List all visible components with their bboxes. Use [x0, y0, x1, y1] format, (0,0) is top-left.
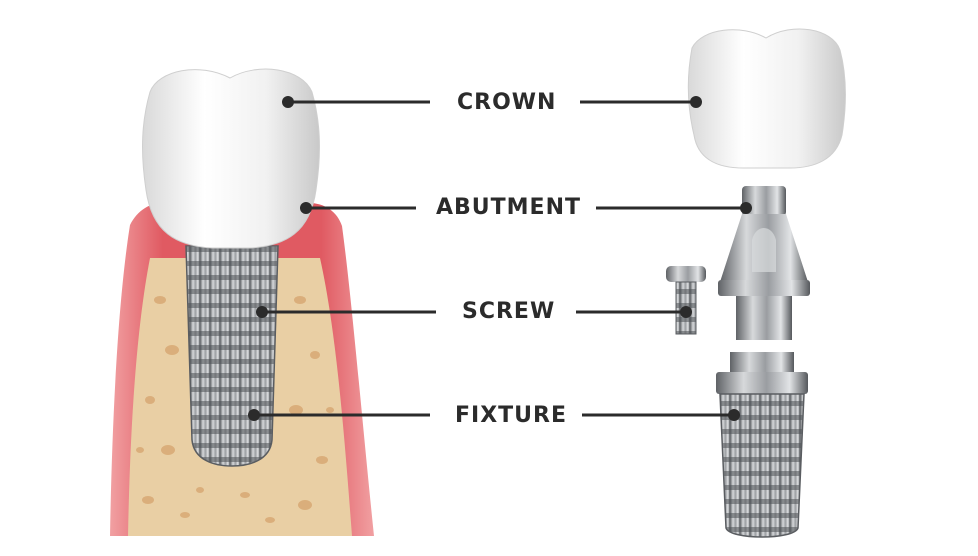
leader-lines	[248, 96, 752, 421]
implant-fixture-in-bone	[186, 246, 278, 466]
crown-on-implant	[142, 68, 320, 249]
crown-component	[687, 28, 846, 169]
jaw-cross-section	[110, 68, 374, 536]
label-abutment: ABUTMENT	[436, 195, 582, 220]
label-crown: CROWN	[457, 90, 557, 115]
label-screw: SCREW	[462, 299, 556, 324]
exploded-components	[666, 28, 846, 538]
label-fixture: FIXTURE	[455, 403, 568, 428]
screw-component	[666, 266, 706, 335]
fixture-component	[716, 352, 808, 538]
abutment-component	[718, 186, 810, 340]
bone-pores	[136, 296, 334, 523]
